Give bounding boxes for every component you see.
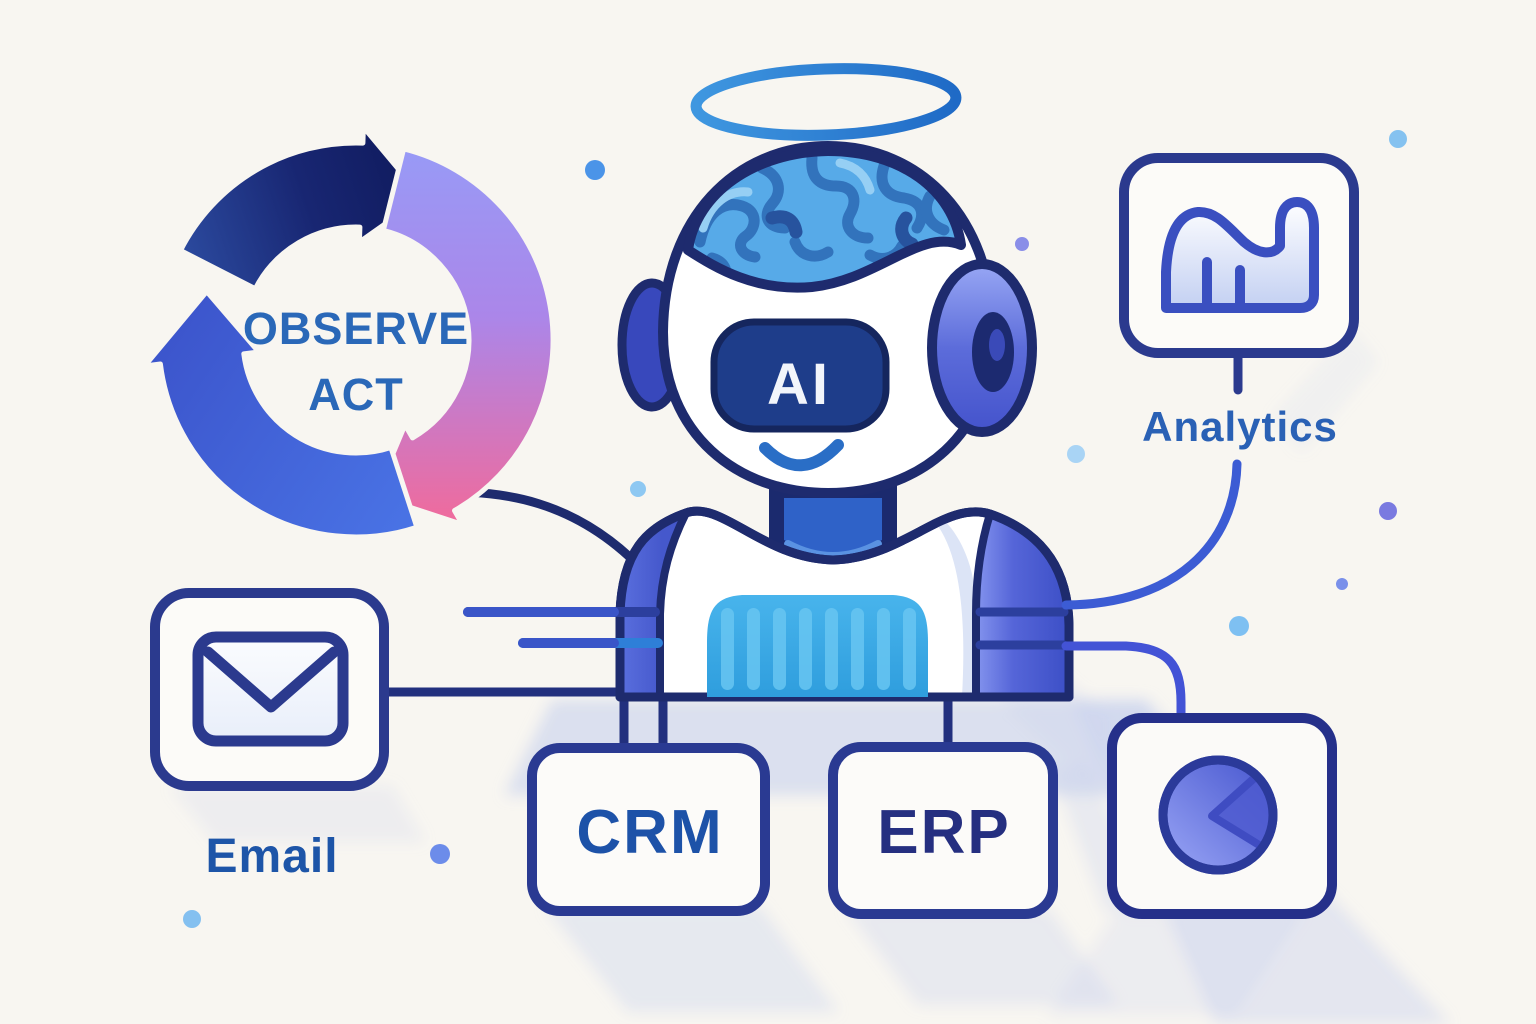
node-analytics: Analytics: [1119, 153, 1359, 450]
email-label: Email: [205, 830, 338, 883]
crm-label: CRM: [576, 798, 723, 867]
right-ear-icon: [927, 259, 1037, 437]
erp-box: [828, 742, 1058, 919]
robot-torso: [615, 506, 1074, 702]
ai-screen-label: AI: [767, 352, 831, 417]
connectors-over: [463, 459, 1242, 724]
cycle-label-line2: ACT: [308, 369, 403, 420]
node-crm: CRM: [527, 743, 770, 916]
cycle-arrow-top: [178, 124, 425, 292]
ai-screen: AI: [710, 318, 890, 433]
cycle-label-line1: OBSERVE: [243, 303, 469, 354]
cycle-arrow-bottom: [142, 289, 420, 540]
chest-panel: [707, 595, 928, 697]
node-pie: [1107, 713, 1337, 919]
node-email: Email: [150, 588, 389, 883]
erp-label: ERP: [877, 798, 1010, 867]
halo-icon: [690, 63, 962, 141]
crm-box: [527, 743, 770, 916]
connector-analytics-to-robot: [1061, 459, 1242, 610]
pie-chart-icon: [1158, 755, 1278, 875]
cycle-arrow-right: [372, 146, 556, 527]
smile-icon: [759, 439, 844, 472]
node-erp: ERP: [828, 742, 1058, 919]
ai-robot: AI: [615, 63, 1074, 702]
connector-robot-to-pie: [1061, 641, 1186, 724]
decor-dots: [183, 130, 1407, 928]
brain-icon: [683, 146, 966, 293]
envelope-icon: [192, 631, 349, 747]
area-bar-chart-icon: [1161, 197, 1319, 313]
observe-act-cycle: OBSERVE ACT: [142, 124, 556, 540]
analytics-label: Analytics: [1142, 403, 1338, 450]
